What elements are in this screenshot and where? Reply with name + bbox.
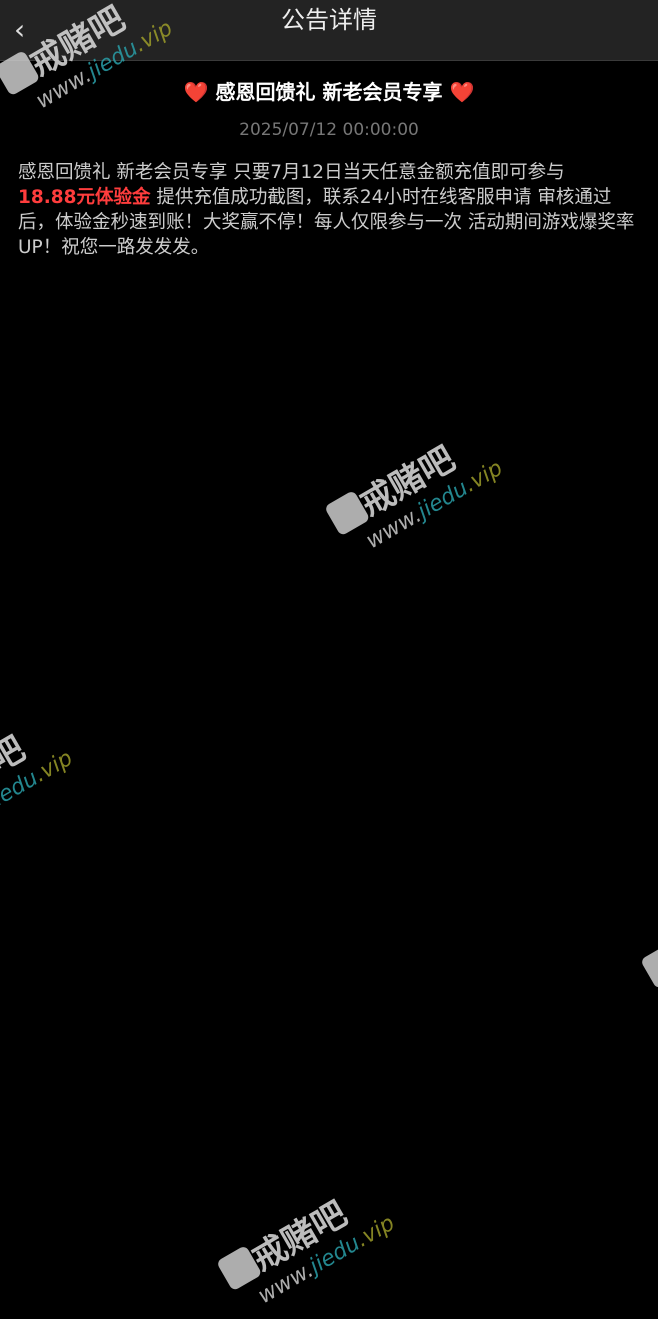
page-title: 公告详情 [281,6,377,34]
dice-icon [323,489,371,536]
dice-icon [640,943,658,990]
chevron-left-icon[interactable]: ‹ [14,13,26,46]
nav-bar: ‹ 公告详情 [0,0,658,61]
notice-title-text: 感恩回馈礼 新老会员专享 [215,80,443,104]
dice-icon [215,1244,263,1291]
watermark: 戒赌吧 [640,943,658,1117]
heart-icon: ❤️ [449,80,475,104]
heart-icon: ❤️ [183,80,209,104]
notice-body: 感恩回馈礼 新老会员专享 只要7月12日当天任意金额充值即可参与 18.88元体验… [18,160,640,260]
body-text: 感恩回馈礼 新老会员专享 只要7月12日当天任意金额充值即可参与 [18,162,565,183]
notice-title: ❤️ 感恩回馈礼 新老会员专享 ❤️ [0,76,658,105]
highlight-text: 18.88元体验金 [18,187,151,208]
notice-date: 2025/07/12 00:00:00 [239,120,419,140]
body-text: 提供充值成功截图，联系24小时在线客服申请 审核通过后，体验金秒速到账！大奖赢不… [18,187,635,258]
